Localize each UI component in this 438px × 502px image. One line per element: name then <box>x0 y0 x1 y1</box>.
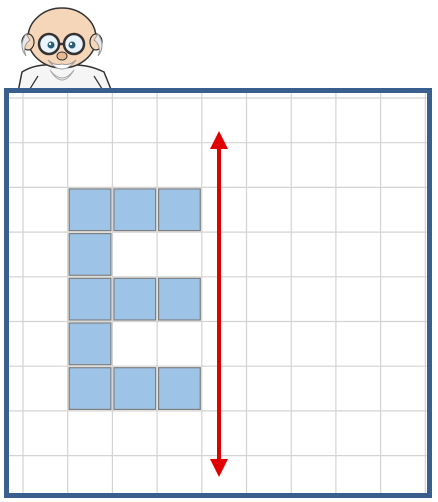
filled-cell <box>69 323 111 365</box>
filled-cell <box>69 278 111 320</box>
arrow-head-bottom <box>210 459 228 477</box>
filled-cell <box>114 278 156 320</box>
filled-cell <box>114 189 156 231</box>
arrow-head-top <box>210 131 228 149</box>
filled-cell <box>159 278 201 320</box>
filled-cell <box>69 189 111 231</box>
grid-frame <box>4 88 432 498</box>
mascot <box>8 0 120 94</box>
filled-cell <box>159 368 201 410</box>
filled-cell <box>69 234 111 276</box>
square-grid <box>9 93 427 493</box>
filled-cell <box>69 368 111 410</box>
filled-cell <box>159 189 201 231</box>
filled-cell <box>114 368 156 410</box>
bald-scientist-with-glasses-icon <box>8 0 120 94</box>
